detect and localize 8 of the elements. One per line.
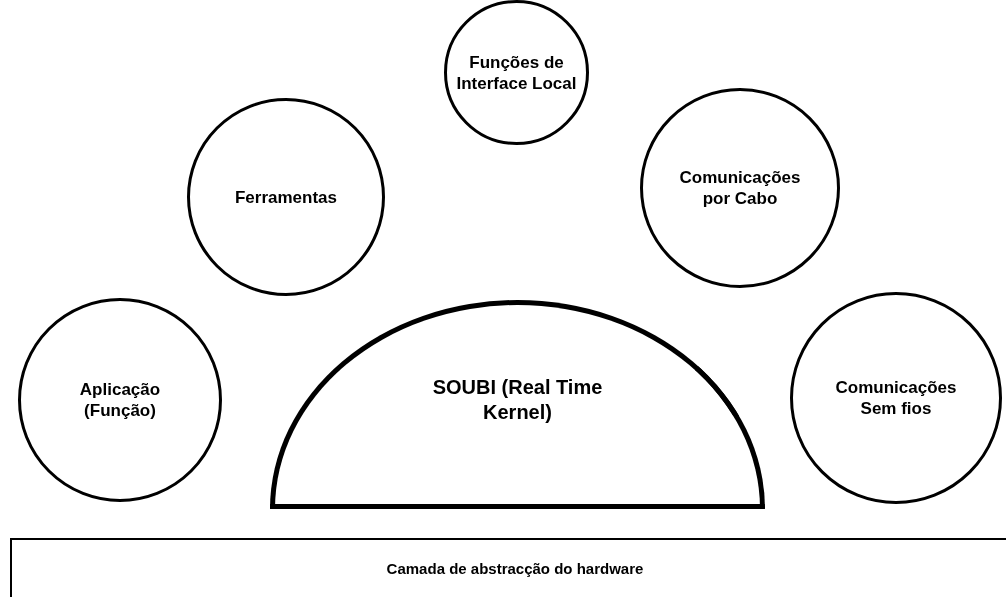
node-label: Camada de abstracção do hardware [386, 559, 644, 579]
node-label: SOUBI (Real Time Kernel) [431, 375, 604, 425]
node-label: Comunicações Sem fios [834, 377, 958, 419]
node-label: Comunicações por Cabo [678, 167, 802, 209]
node-label: Ferramentas [234, 186, 338, 208]
node-label: Aplicação (Função) [78, 379, 162, 421]
layer-bar [10, 538, 1006, 597]
node-label: Funções de Interface Local [456, 51, 577, 94]
